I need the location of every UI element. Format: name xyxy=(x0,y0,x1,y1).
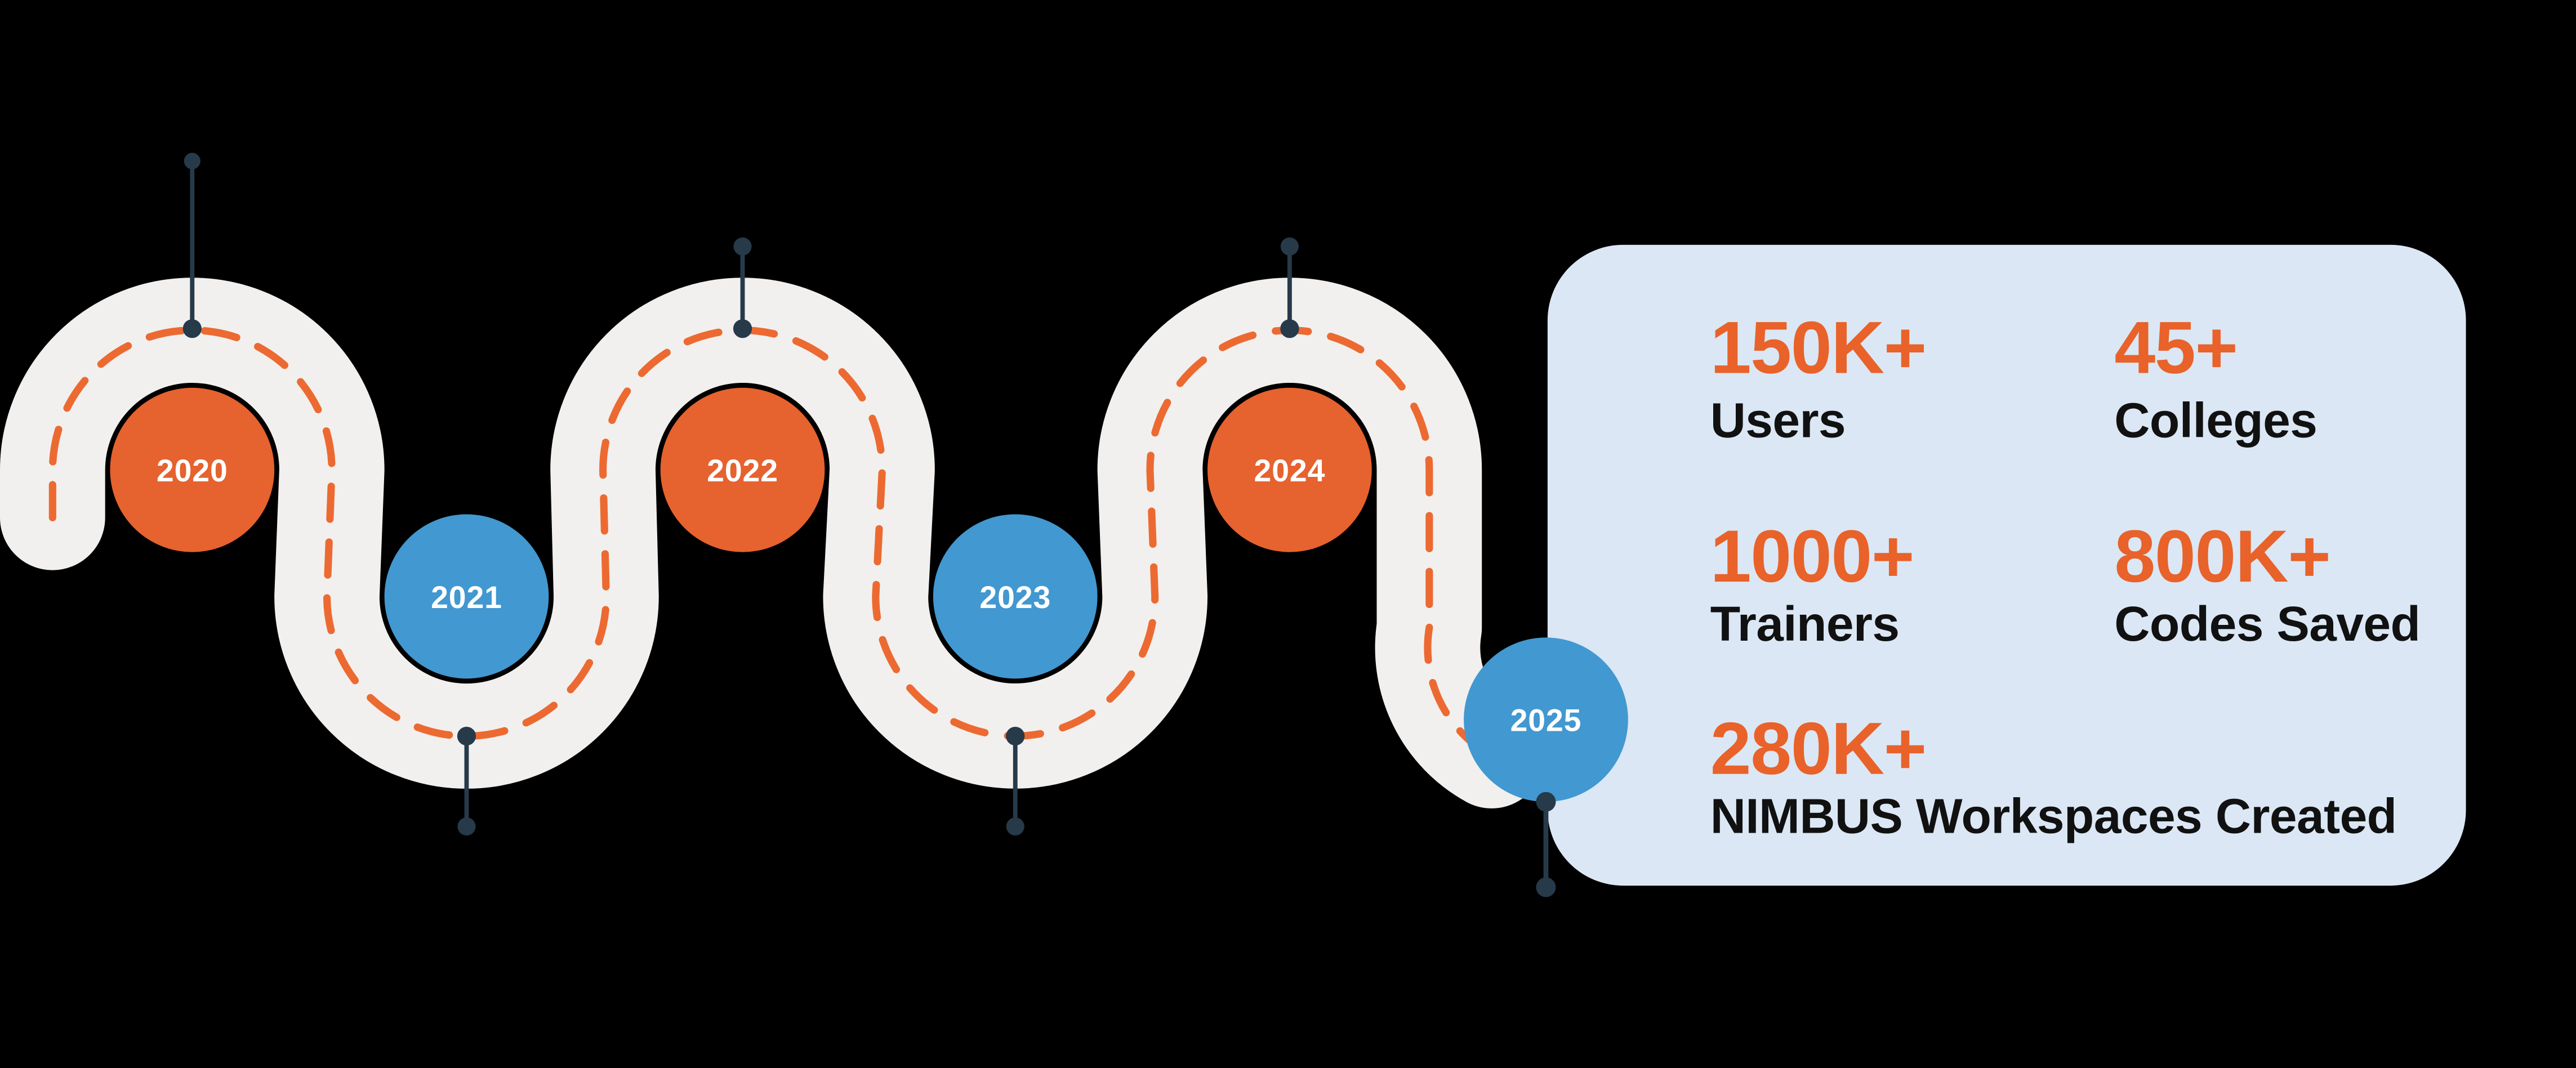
marker-dot-end xyxy=(1280,237,1299,256)
stats-panel xyxy=(1547,244,2466,886)
stat-value-workspaces: 280K+ xyxy=(1710,707,1926,790)
timeline-node-2025 xyxy=(1464,637,1628,802)
milestone-marker-2024 xyxy=(1280,237,1299,338)
milestone-marker-2020 xyxy=(182,153,202,338)
year-label-2021: 2021 xyxy=(431,580,502,615)
marker-dot-on-road xyxy=(1006,726,1025,746)
stat-value-trainers: 1000+ xyxy=(1710,515,1914,597)
timeline-node-2024 xyxy=(1207,387,1372,552)
stat-value-codes-saved: 800K+ xyxy=(2114,515,2330,597)
stat-label-codes-saved: Codes Saved xyxy=(2114,596,2420,651)
stat-value-colleges: 45+ xyxy=(2114,306,2237,388)
milestone-marker-2023 xyxy=(1006,726,1025,836)
stat-label-trainers: Trainers xyxy=(1710,596,1900,651)
marker-dot-end xyxy=(1536,877,1556,897)
marker-dot-on-road xyxy=(182,319,202,338)
timeline-node-2022 xyxy=(660,387,825,552)
stat-label-workspaces: NIMBUS Workspaces Created xyxy=(1710,789,2397,844)
year-label-2023: 2023 xyxy=(979,580,1051,615)
year-label-2025: 2025 xyxy=(1510,703,1582,738)
year-label-2024: 2024 xyxy=(1254,453,1326,488)
year-label-2022: 2022 xyxy=(707,453,778,488)
milestone-marker-2021 xyxy=(457,726,476,836)
marker-dot-end xyxy=(184,153,200,169)
marker-dot-end xyxy=(733,237,752,256)
stat-value-users: 150K+ xyxy=(1710,306,1926,388)
timeline-node-2021 xyxy=(384,514,549,679)
year-label-2020: 2020 xyxy=(157,453,228,488)
marker-dot-on-road xyxy=(733,319,752,338)
marker-dot-on-road xyxy=(457,726,476,746)
marker-dot-on-road xyxy=(1280,319,1299,338)
stat-label-users: Users xyxy=(1710,392,1846,448)
timeline-node-2020 xyxy=(110,387,275,552)
stat-label-colleges: Colleges xyxy=(2114,392,2317,448)
timeline-node-2023 xyxy=(933,514,1098,679)
marker-dot-end xyxy=(1006,817,1024,836)
milestone-marker-2025 xyxy=(1536,792,1556,897)
milestone-marker-2022 xyxy=(733,237,752,338)
marker-dot-on-road xyxy=(1536,792,1556,812)
marker-dot-end xyxy=(457,817,476,836)
